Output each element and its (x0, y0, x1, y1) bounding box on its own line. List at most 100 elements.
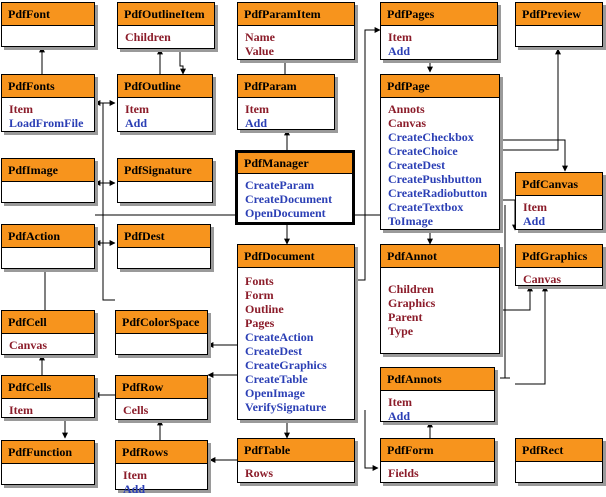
class-title: PdfOutline (118, 75, 212, 98)
class-box-pdfrect: PdfRect (515, 438, 603, 483)
class-title: PdfPages (381, 3, 497, 26)
method-item: CreateAction (245, 330, 314, 344)
method-item: Add (123, 482, 146, 496)
class-box-pdfcell: PdfCell Canvas (1, 310, 95, 355)
class-box-pdfannot: PdfAnnot Children Graphics Parent Type (380, 244, 500, 354)
method-item: CreateParam (245, 178, 315, 192)
class-box-pdfoutline: PdfOutline Item Add (117, 74, 213, 132)
method-item: Add (523, 214, 546, 228)
class-title: PdfForm (381, 439, 494, 462)
class-box-pdfparam: PdfParam Item Add (237, 74, 335, 130)
class-box-pdfcells: PdfCells Item (1, 375, 95, 418)
class-title: PdfDocument (238, 245, 354, 268)
class-box-pdfrows: PdfRows Item Add (115, 440, 208, 496)
method-item: LoadFromFile (9, 116, 84, 130)
class-box-pdfaction: PdfAction (1, 224, 95, 269)
property-item: Parent (388, 310, 423, 324)
class-box-pdfsignature: PdfSignature (117, 158, 213, 203)
method-item: ToImage (388, 214, 433, 228)
class-title: PdfGraphics (516, 245, 602, 268)
method-item: Add (388, 44, 411, 58)
property-item: Type (388, 324, 414, 338)
class-box-pdfannots: PdfAnnots Item Add (380, 367, 495, 423)
property-item: Outline (245, 302, 284, 316)
property-item: Rows (245, 466, 274, 480)
class-box-pdfdest: PdfDest (117, 224, 211, 269)
property-item: Item (9, 403, 33, 417)
class-title: PdfManager (238, 153, 352, 174)
class-title: PdfRows (116, 441, 207, 464)
property-item: Name (245, 30, 275, 44)
class-title: PdfParamItem (238, 3, 354, 26)
class-box-pdfoutlineitem: PdfOutlineItem Children (117, 2, 215, 49)
class-box-pdfform: PdfForm Fields (380, 438, 495, 483)
method-item: Add (125, 116, 148, 130)
class-title: PdfFonts (2, 75, 94, 98)
class-box-pdfpage: PdfPage Annots Canvas CreateCheckbox Cre… (380, 74, 500, 230)
property-item: Item (125, 102, 149, 116)
property-item: Cells (123, 403, 149, 417)
method-item: CreatePushbutton (388, 172, 482, 186)
property-item: Graphics (388, 296, 436, 310)
property-item: Annots (388, 102, 425, 116)
class-title: PdfRow (116, 376, 207, 399)
class-box-pdfgraphics: PdfGraphics Canvas (515, 244, 603, 286)
method-item: CreateGraphics (245, 358, 327, 372)
property-item: Item (245, 102, 269, 116)
class-title: PdfImage (2, 159, 94, 182)
property-item: Item (388, 30, 412, 44)
class-box-pdfimage: PdfImage (1, 158, 95, 203)
class-title: PdfPage (381, 75, 499, 98)
class-title: PdfFont (2, 3, 94, 26)
class-box-pdfcanvas: PdfCanvas Item Add (515, 172, 603, 230)
method-item: Add (245, 116, 268, 130)
class-box-pdffonts: PdfFonts Item LoadFromFile (1, 74, 95, 132)
class-box-pdfpages: PdfPages Item Add (380, 2, 498, 60)
property-item: Fields (388, 466, 419, 480)
class-box-pdfrow: PdfRow Cells (115, 375, 208, 420)
property-item: Item (523, 200, 547, 214)
property-item: Pages (245, 316, 275, 330)
class-title: PdfCell (2, 311, 94, 334)
class-box-pdftable: PdfTable Rows (237, 438, 355, 483)
property-item: Value (245, 44, 274, 58)
class-title: PdfSignature (118, 159, 212, 182)
property-item: Canvas (9, 338, 48, 352)
property-item: Canvas (388, 116, 427, 130)
class-title: PdfCanvas (516, 173, 602, 196)
method-item: Add (388, 409, 411, 423)
property-item: Item (123, 468, 147, 482)
method-item: VerifySignature (245, 400, 327, 414)
class-title: PdfFunction (2, 441, 94, 464)
class-title: PdfRect (516, 439, 602, 462)
class-title: PdfCells (2, 376, 94, 399)
method-item: CreateRadiobutton (388, 186, 488, 200)
class-title: PdfPreview (516, 3, 602, 26)
method-item: CreateDest (388, 158, 446, 172)
class-title: PdfOutlineItem (118, 3, 214, 26)
class-title: PdfDest (118, 225, 210, 248)
class-box-pdfpreview: PdfPreview (515, 2, 603, 47)
class-title: PdfAnnot (381, 245, 499, 268)
class-box-pdfdocument: PdfDocument Fonts Form Outline Pages Cre… (237, 244, 355, 420)
property-item: Form (245, 288, 274, 302)
class-box-pdffont: PdfFont (1, 2, 95, 47)
class-title: PdfParam (238, 75, 334, 98)
method-item: CreateTable (245, 372, 308, 386)
method-item: OpenImage (245, 386, 305, 400)
property-item: Children (388, 282, 434, 296)
method-item: CreateDest (245, 344, 303, 358)
property-item: Canvas (523, 272, 562, 286)
method-item: OpenDocument (245, 206, 326, 220)
class-title: PdfAnnots (381, 368, 494, 391)
method-item: CreateTextbox (388, 200, 464, 214)
method-item: CreateDocument (245, 192, 333, 206)
class-box-pdfmanager: PdfManager CreateParam CreateDocument Op… (235, 150, 355, 225)
class-box-pdfparamitem: PdfParamItem Name Value (237, 2, 355, 60)
class-title: PdfAction (2, 225, 94, 248)
class-box-pdffunction: PdfFunction (1, 440, 95, 485)
property-item: Item (388, 395, 412, 409)
property-item: Fonts (245, 274, 274, 288)
class-title: PdfTable (238, 439, 354, 462)
